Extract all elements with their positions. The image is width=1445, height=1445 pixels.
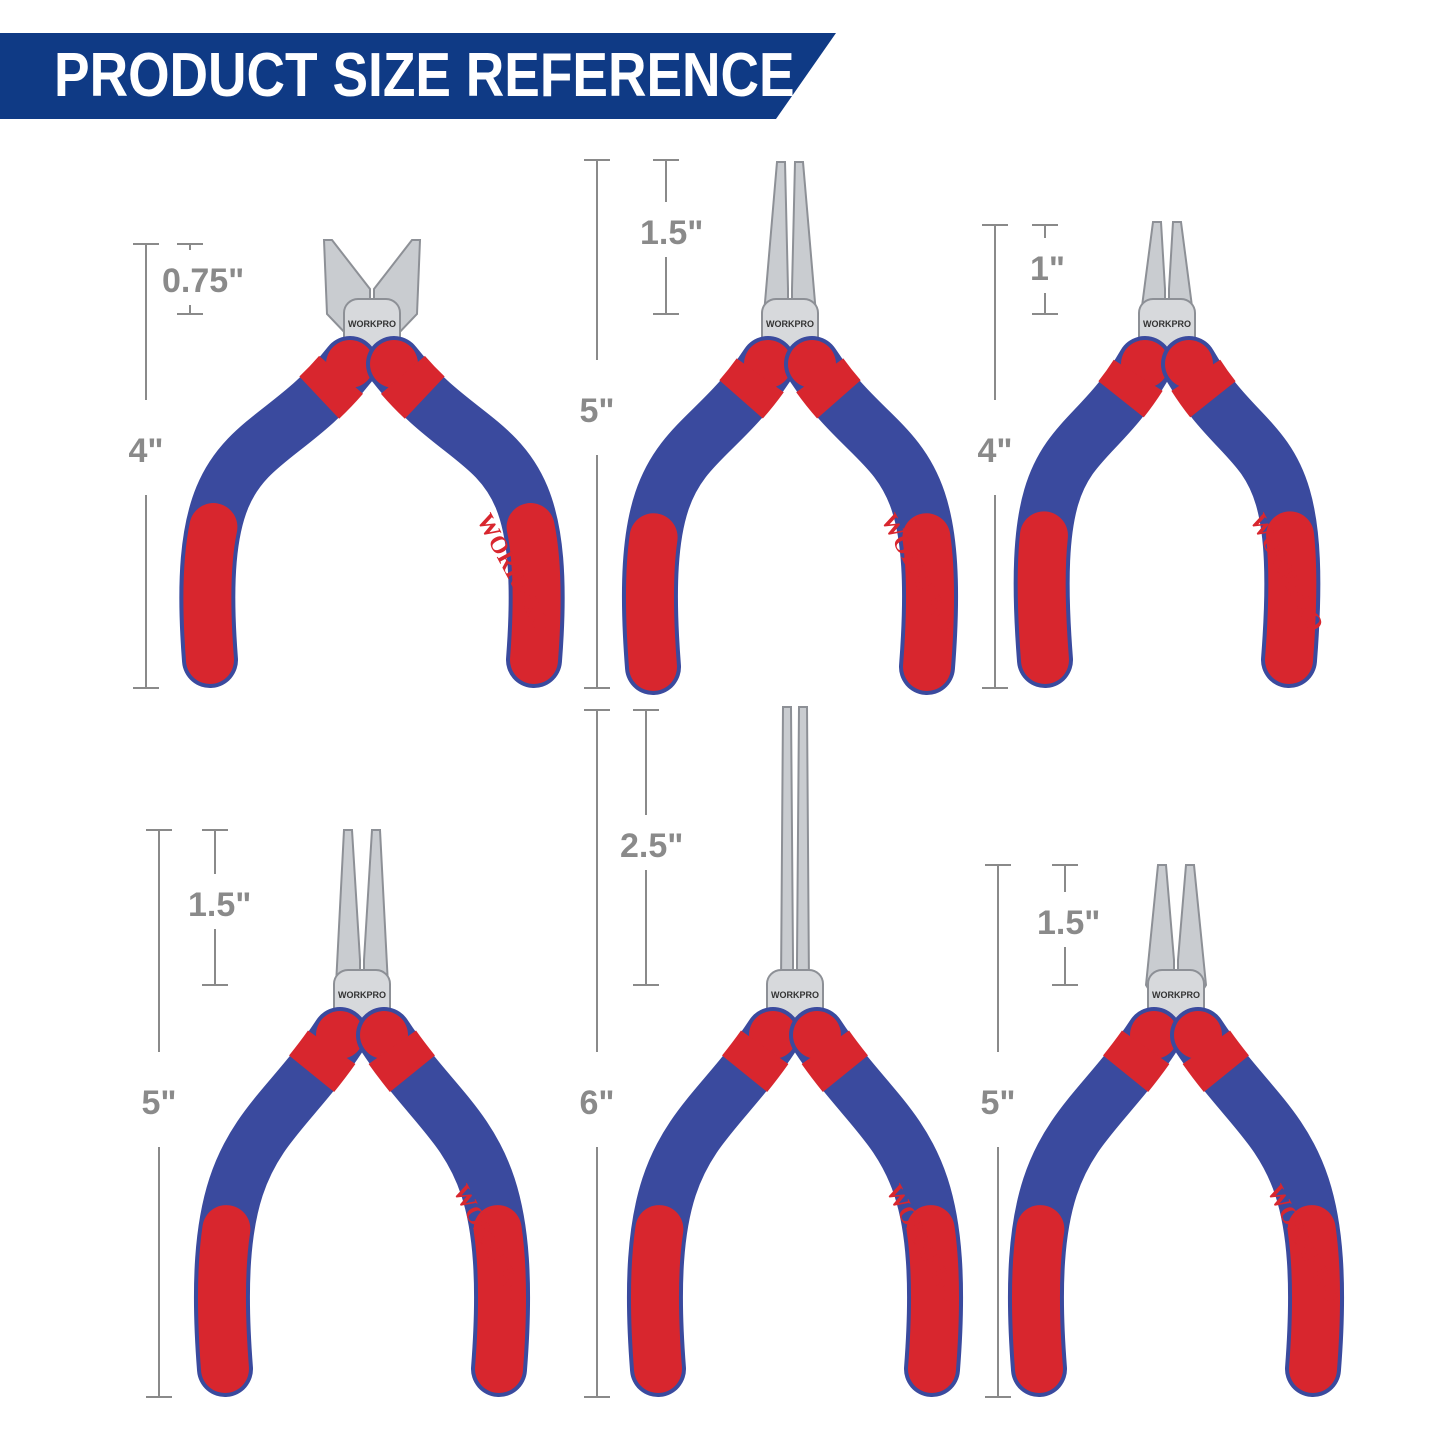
overall-length-label: 4" [128,432,163,470]
jaw-length-label: 2.5" [620,827,683,865]
left-handle-red-tip [626,340,792,691]
head-brand-label: WORKPRO [766,319,814,329]
left-handle-red-collar [626,1018,798,1372]
overall-length-label: 5" [980,1084,1015,1122]
jaw-length-label: 1.5" [1037,904,1100,942]
jaw-dimension: 1" [1030,224,1065,315]
right-handle-red-tip [1174,1011,1340,1393]
overall-dimension: 6" [579,709,615,1398]
right-handle-red-collar [792,1018,964,1372]
jaw-dimension: 1.5" [1037,864,1100,986]
overall-dimension: 5" [141,829,177,1398]
left-handle-red-tip [183,340,374,684]
jaw-length-label: 1" [1030,250,1065,288]
overall-dimension: 5" [579,159,615,689]
overall-dimension: 4" [977,224,1013,689]
left-handle-red-tip [1012,1011,1178,1393]
right-handle-red-tip [360,1011,526,1393]
header-title: PRODUCT SIZE REFERENCE [54,41,795,110]
head-brand-label: WORKPRO [1152,990,1200,1000]
left-handle-red-tip [198,1011,364,1393]
right-handle-red-tip [788,340,954,691]
head-brand-label: WORKPRO [771,990,819,1000]
jaw-dimension: 1.5" [188,829,251,986]
header-banner [0,33,836,119]
left-handle-red-tip [631,1011,797,1393]
right-handle-red-collar [1173,1018,1345,1372]
overall-dimension: 4" [128,243,164,689]
right-handle-red-tip [370,340,561,684]
right-handle-red-tip [793,1011,959,1393]
overall-length-label: 5" [141,1084,176,1122]
jaw-dimension: 2.5" [620,709,683,986]
left-handle-red-collar [1007,1018,1179,1372]
overall-length-label: 6" [579,1084,614,1122]
overall-dimension: 5" [980,864,1016,1398]
left-handle-red-tip [1017,340,1169,684]
overall-length-label: 5" [579,392,614,430]
jaw-length-label: 1.5" [188,886,251,924]
left-handle-red-collar [193,1018,365,1372]
head-brand-label: WORKPRO [1143,319,1191,329]
jaw-dimension: 0.75" [162,243,244,315]
head-brand-label: WORKPRO [338,990,386,1000]
right-handle-red-tip [1165,340,1317,684]
jaw-length-label: 1.5" [640,214,703,252]
head-brand-label: WORKPRO [348,319,396,329]
overall-length-label: 4" [977,432,1012,470]
right-handle-red-collar [359,1018,531,1372]
jaw-dimension: 1.5" [640,159,703,315]
jaw-length-label: 0.75" [162,262,244,300]
